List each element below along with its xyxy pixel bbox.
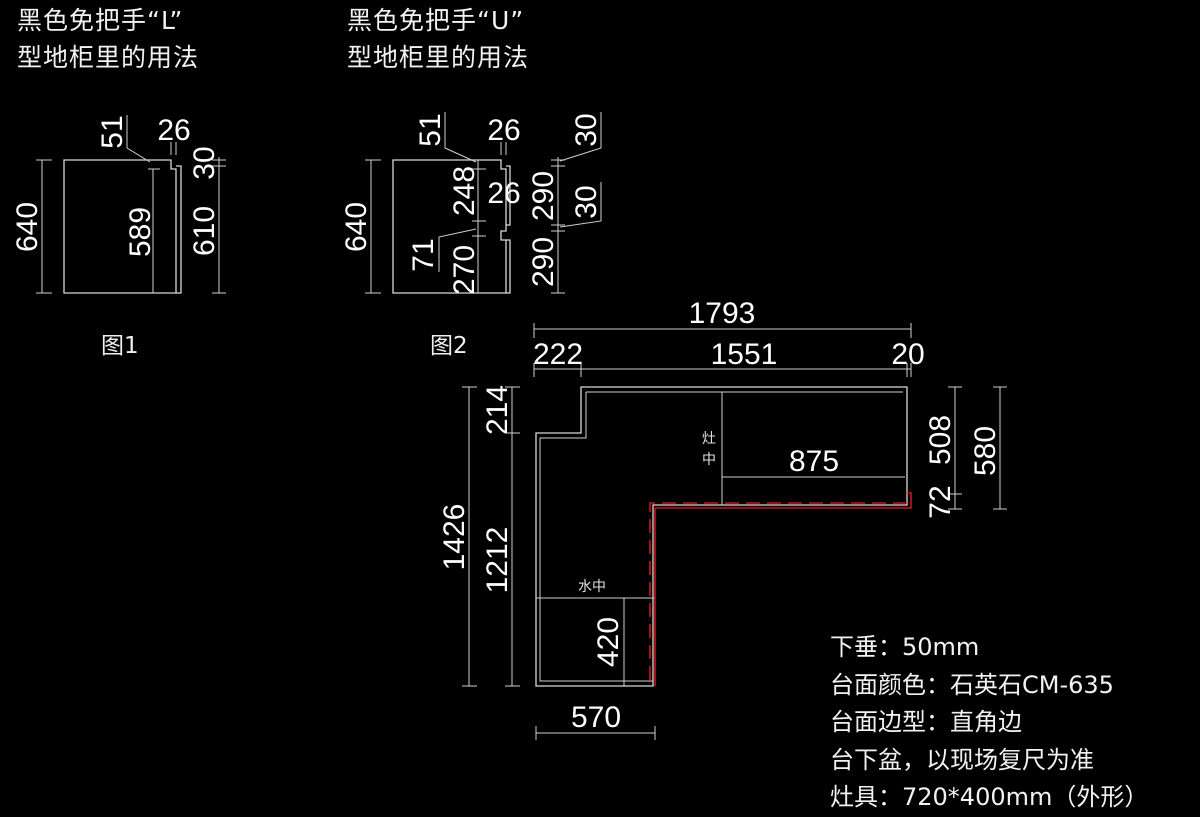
fig2-dim-290-lower: 290 [527,237,560,287]
sink-center-label: 水中 [578,579,606,595]
plan-red-solid-line [654,492,912,686]
spec-notes: 下垂：50mm 台面颜色：石英石CM-635 台面边型：直角边 台下盆，以现场复… [830,629,1148,817]
plan-red-dashed-line [649,502,907,686]
fig2-cabinet-outline [392,159,507,294]
fig1-dim-30: 30 [188,146,221,179]
fig2-dim-270: 270 [448,245,481,295]
cooktop-center-label-1: 灶 [702,431,716,447]
plan-dim-20: 20 [891,338,924,371]
fig2-leader-30-mid [559,182,602,228]
fig1-leader-51 [126,115,151,163]
plan-dim-1793: 1793 [689,297,756,330]
fig2-dim-30-top: 30 [570,113,603,146]
fig1-dim-640: 640 [11,202,44,252]
fig2-dim-30-mid: 30 [570,185,603,218]
plan-dim-72: 72 [924,485,957,518]
cooktop-center-label-2: 中 [702,452,716,468]
plan-dim-1551: 1551 [711,338,778,371]
fig1-dim-610: 610 [188,206,221,256]
note-cooktop-size: 灶具：720*400mm（外形） [830,783,1149,811]
fig2-dim-640: 640 [340,202,373,252]
title-l-line2: 型地柜里的用法 [17,43,200,72]
note-undermount-sink: 台下盆，以现场复尺为准 [830,745,1094,774]
fig2-dim-290-upper: 290 [527,171,560,221]
fig2-dim-71: 71 [407,238,440,271]
note-countertop-color: 台面颜色：石英石CM-635 [830,670,1114,699]
figure1-drawing: 640 589 51 26 30 610 [11,114,226,294]
fig2-leader-30-top [559,112,602,162]
plan-dim-508: 508 [924,415,957,465]
plan-dim-222: 222 [533,338,583,371]
plan-dim-1212: 1212 [481,527,514,594]
fig1-dim-26: 26 [157,114,190,147]
plan-dim-875: 875 [789,445,839,478]
fig1-dim-51: 51 [96,115,129,148]
fig1-handle-strip [176,165,182,294]
plan-dim-420: 420 [592,617,625,667]
plan-outer-outline [535,386,908,687]
plan-dim-1426: 1426 [438,504,471,571]
plan-inner-outline [539,391,903,682]
fig2-handle-strip-upper [506,165,511,226]
title-u-shape: 黑色免把手“U” 型地柜里的用法 [347,2,529,76]
figure2-drawing: 640 51 26 248 26 71 270 30 290 30 290 [340,112,603,295]
figure2-caption: 图2 [430,333,468,359]
plan-dim-570: 570 [571,701,621,734]
fig2-dim-26-mid: 26 [487,177,520,210]
figure1-caption: 图1 [101,333,139,359]
fig2-leader-51 [444,112,477,163]
note-overhang: 下垂：50mm [830,633,980,661]
fig2-leader-71 [438,228,477,272]
countertop-plan: 1793 222 1551 20 875 灶 中 水中 420 1426 [438,297,1007,740]
fig2-handle-strip-lower [506,239,511,294]
title-u-line1: 黑色免把手“U” [347,6,525,35]
title-l-line1: 黑色免把手“L” [17,6,184,35]
fig2-dim-248: 248 [448,166,481,216]
title-l-shape: 黑色免把手“L” 型地柜里的用法 [17,2,199,76]
plan-dim-214: 214 [481,385,514,435]
fig1-dim-589: 589 [124,207,157,257]
fig2-dim-26-top: 26 [487,114,520,147]
fig1-cabinet-outline [63,159,177,294]
note-edge-profile: 台面边型：直角边 [830,708,1022,736]
plan-dim-580: 580 [969,426,1002,476]
fig2-dim-51: 51 [414,113,447,146]
title-u-line2: 型地柜里的用法 [347,43,530,72]
